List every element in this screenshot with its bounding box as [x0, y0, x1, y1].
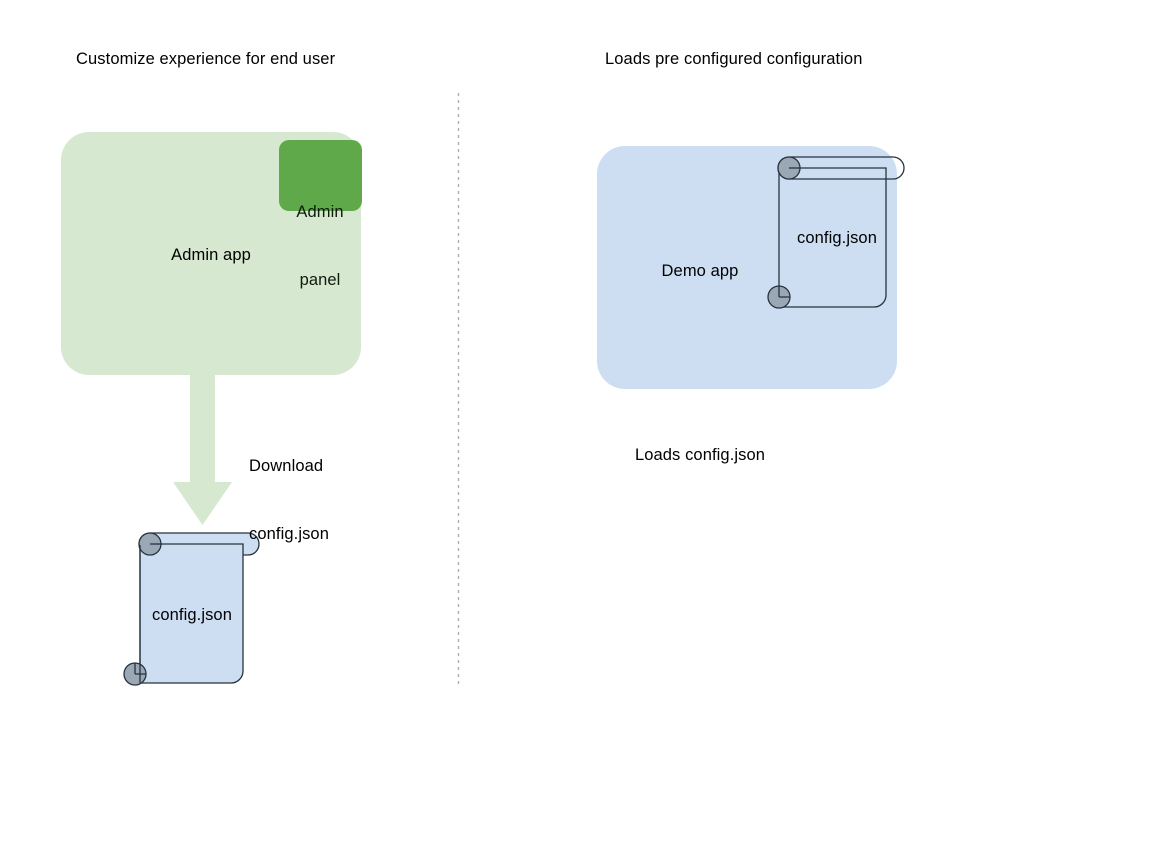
admin-app-label: Admin app — [171, 246, 251, 264]
admin-panel-badge-label: Admin panel — [296, 155, 343, 337]
admin-panel-label-line2: panel — [299, 270, 341, 289]
document-left[interactable] — [123, 532, 260, 686]
admin-panel-label-line1: Admin — [296, 202, 344, 221]
demo-app-label: Demo app — [661, 262, 739, 280]
document-right-bottom-curl-line — [778, 286, 790, 298]
demo-app-box[interactable] — [597, 146, 897, 389]
download-arrow-label: Download config.json — [249, 409, 329, 591]
document-right[interactable] — [767, 156, 905, 309]
loads-config-caption: Loads config.json — [634, 446, 766, 464]
document-left-label: config.json — [152, 606, 232, 624]
panel-right-title: Loads pre configured configuration — [605, 50, 863, 68]
download-arrow-label-line1: Download — [249, 456, 324, 475]
download-arrow-label-line2: config.json — [249, 524, 329, 543]
panel-left-title: Customize experience for end user — [76, 50, 336, 68]
download-arrow — [173, 375, 232, 525]
document-right-label: config.json — [797, 229, 877, 247]
document-right-body — [778, 167, 887, 308]
admin-panel-badge[interactable] — [279, 140, 362, 211]
document-left-body — [139, 543, 244, 684]
